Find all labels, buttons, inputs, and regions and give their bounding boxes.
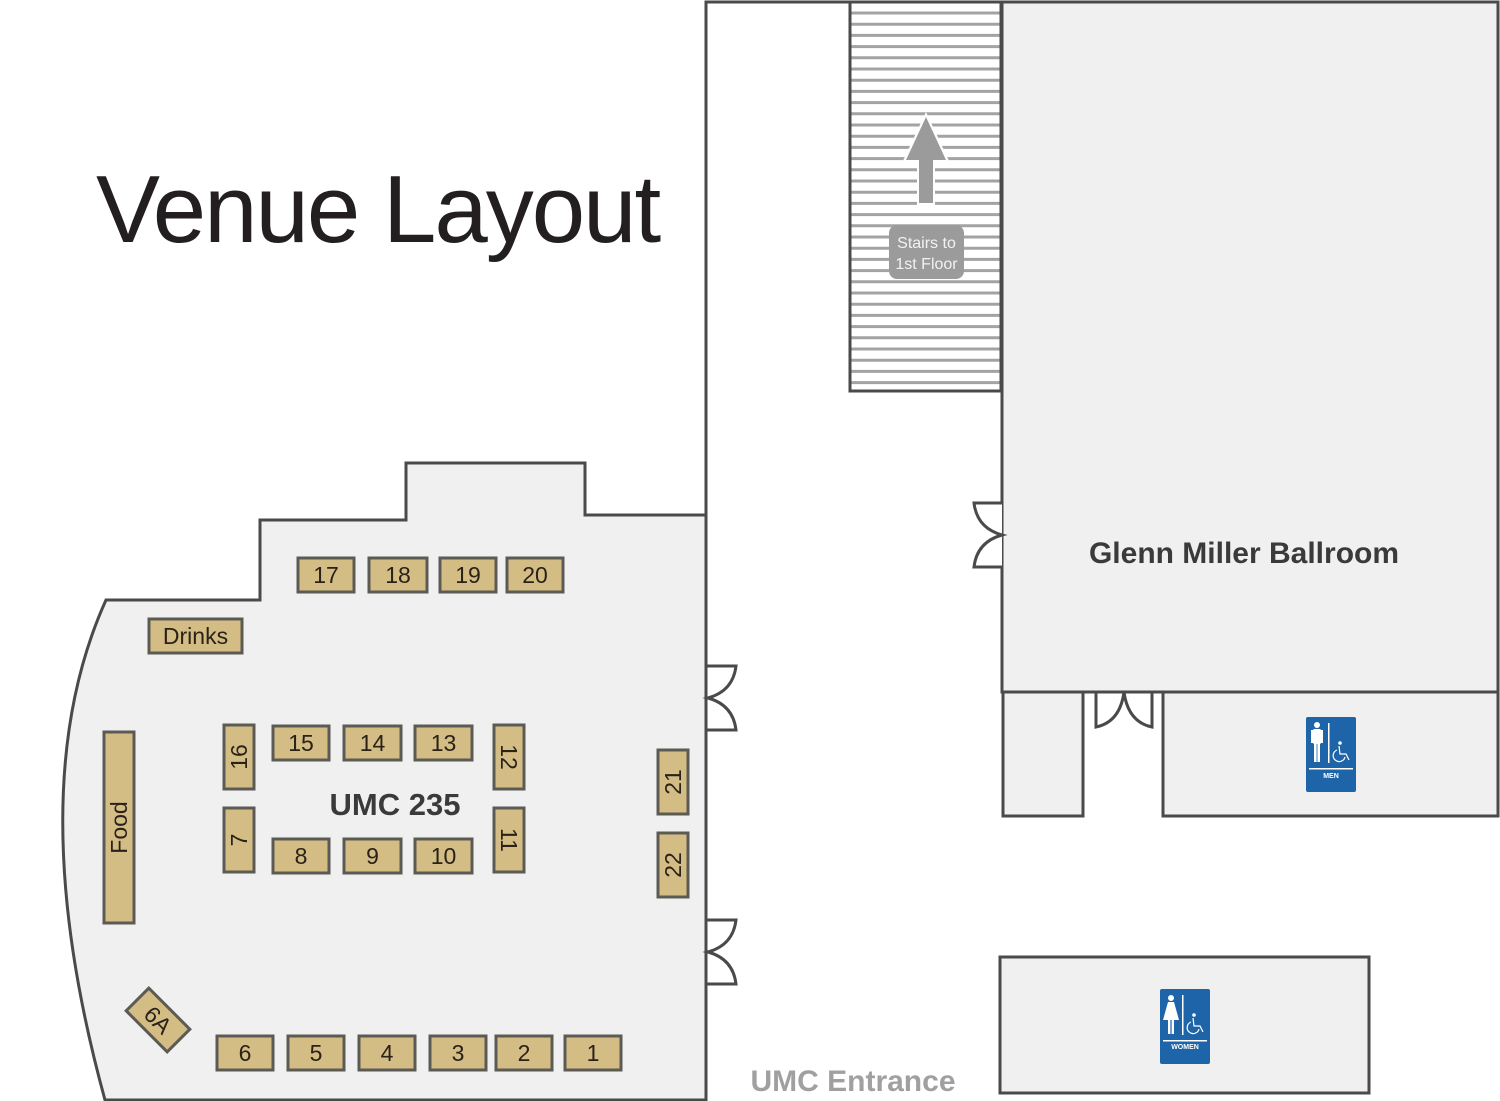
- booth-2[interactable]: 2: [494, 1034, 554, 1072]
- booth-label: 1: [587, 1040, 600, 1066]
- booth-label: 22: [660, 852, 686, 878]
- booth-4[interactable]: 4: [357, 1034, 417, 1072]
- booth-22[interactable]: 22: [656, 831, 690, 899]
- booth-label: 15: [288, 730, 314, 756]
- women-accessible-restroom-icon: WOMEN: [1160, 989, 1210, 1064]
- booth-14[interactable]: 14: [342, 724, 403, 762]
- ballroom-side-door[interactable]: [972, 501, 1008, 569]
- stairs-badge: [889, 225, 964, 279]
- page-title: Venue Layout: [96, 156, 661, 263]
- stairs[interactable]: Stairs to 1st Floor: [848, 0, 1003, 393]
- booth-label: 13: [431, 730, 457, 756]
- arrow-up-icon: [902, 112, 950, 205]
- booth-label: 18: [385, 562, 411, 588]
- booth-label: 21: [660, 769, 686, 795]
- booth-8[interactable]: 8: [271, 837, 331, 875]
- room-mens-restroom[interactable]: MEN: [1161, 690, 1500, 818]
- booth-3[interactable]: 3: [428, 1034, 488, 1072]
- corridor-wall: [704, 0, 850, 1100]
- booth-label: 19: [455, 562, 481, 588]
- umc235-south-door[interactable]: [702, 918, 738, 986]
- ballroom-label: Glenn Miller Ballroom: [1089, 537, 1399, 570]
- booth-label: 8: [295, 843, 308, 869]
- booth-18[interactable]: 18: [367, 556, 429, 594]
- booth-food[interactable]: Food: [102, 730, 136, 925]
- booth-label: 16: [226, 744, 252, 770]
- umc235-north-door[interactable]: [702, 664, 738, 732]
- booth-label: Food: [106, 801, 132, 853]
- booth-6[interactable]: 6: [215, 1034, 275, 1072]
- booth-label: 12: [496, 744, 522, 770]
- booth-label: 9: [366, 843, 379, 869]
- umc235-label: UMC 235: [330, 787, 461, 822]
- booth-1[interactable]: 1: [563, 1034, 623, 1072]
- booth-label: 7: [226, 834, 252, 847]
- booth-15[interactable]: 15: [271, 724, 331, 762]
- booth-label: 11: [496, 828, 522, 852]
- booth-5[interactable]: 5: [286, 1034, 346, 1072]
- storage-room: [1001, 690, 1085, 818]
- booth-drinks[interactable]: Drinks: [147, 617, 244, 655]
- room-womens-restroom[interactable]: WOMEN: [998, 955, 1371, 1095]
- booth-10[interactable]: 10: [413, 837, 474, 875]
- booth-9[interactable]: 9: [342, 837, 403, 875]
- booth-label: 20: [522, 562, 548, 588]
- mens-restroom-label: MEN: [1323, 773, 1339, 780]
- booth-20[interactable]: 20: [505, 556, 565, 594]
- booth-19[interactable]: 19: [438, 556, 498, 594]
- booth-label: 2: [518, 1040, 531, 1066]
- booth-11[interactable]: 11: [492, 806, 526, 874]
- stairs-label-line2: 1st Floor: [895, 256, 958, 273]
- booth-label: 14: [360, 730, 386, 756]
- booth-label: 17: [313, 562, 339, 588]
- booth-13[interactable]: 13: [413, 724, 474, 762]
- booth-label: Drinks: [163, 623, 228, 649]
- booth-label: 5: [310, 1040, 323, 1066]
- stairs-label-line1: Stairs to: [897, 235, 956, 252]
- ballroom-south-door[interactable]: [1094, 691, 1154, 729]
- booth-12[interactable]: 12: [492, 723, 526, 791]
- booth-7[interactable]: 7: [222, 806, 256, 874]
- room-glenn-miller-ballroom[interactable]: Glenn Miller Ballroom: [1000, 0, 1500, 694]
- booth-label: 4: [381, 1040, 394, 1066]
- booth-label: 6: [239, 1040, 252, 1066]
- womens-restroom-label: WOMEN: [1171, 1044, 1199, 1051]
- booth-16[interactable]: 16: [222, 723, 256, 791]
- booth-21[interactable]: 21: [656, 748, 690, 816]
- booth-label: 10: [431, 843, 457, 869]
- booth-17[interactable]: 17: [296, 556, 356, 594]
- men-accessible-restroom-icon: MEN: [1306, 717, 1356, 792]
- booth-label: 3: [452, 1040, 465, 1066]
- umc-entrance-label[interactable]: UMC Entrance: [750, 1065, 955, 1098]
